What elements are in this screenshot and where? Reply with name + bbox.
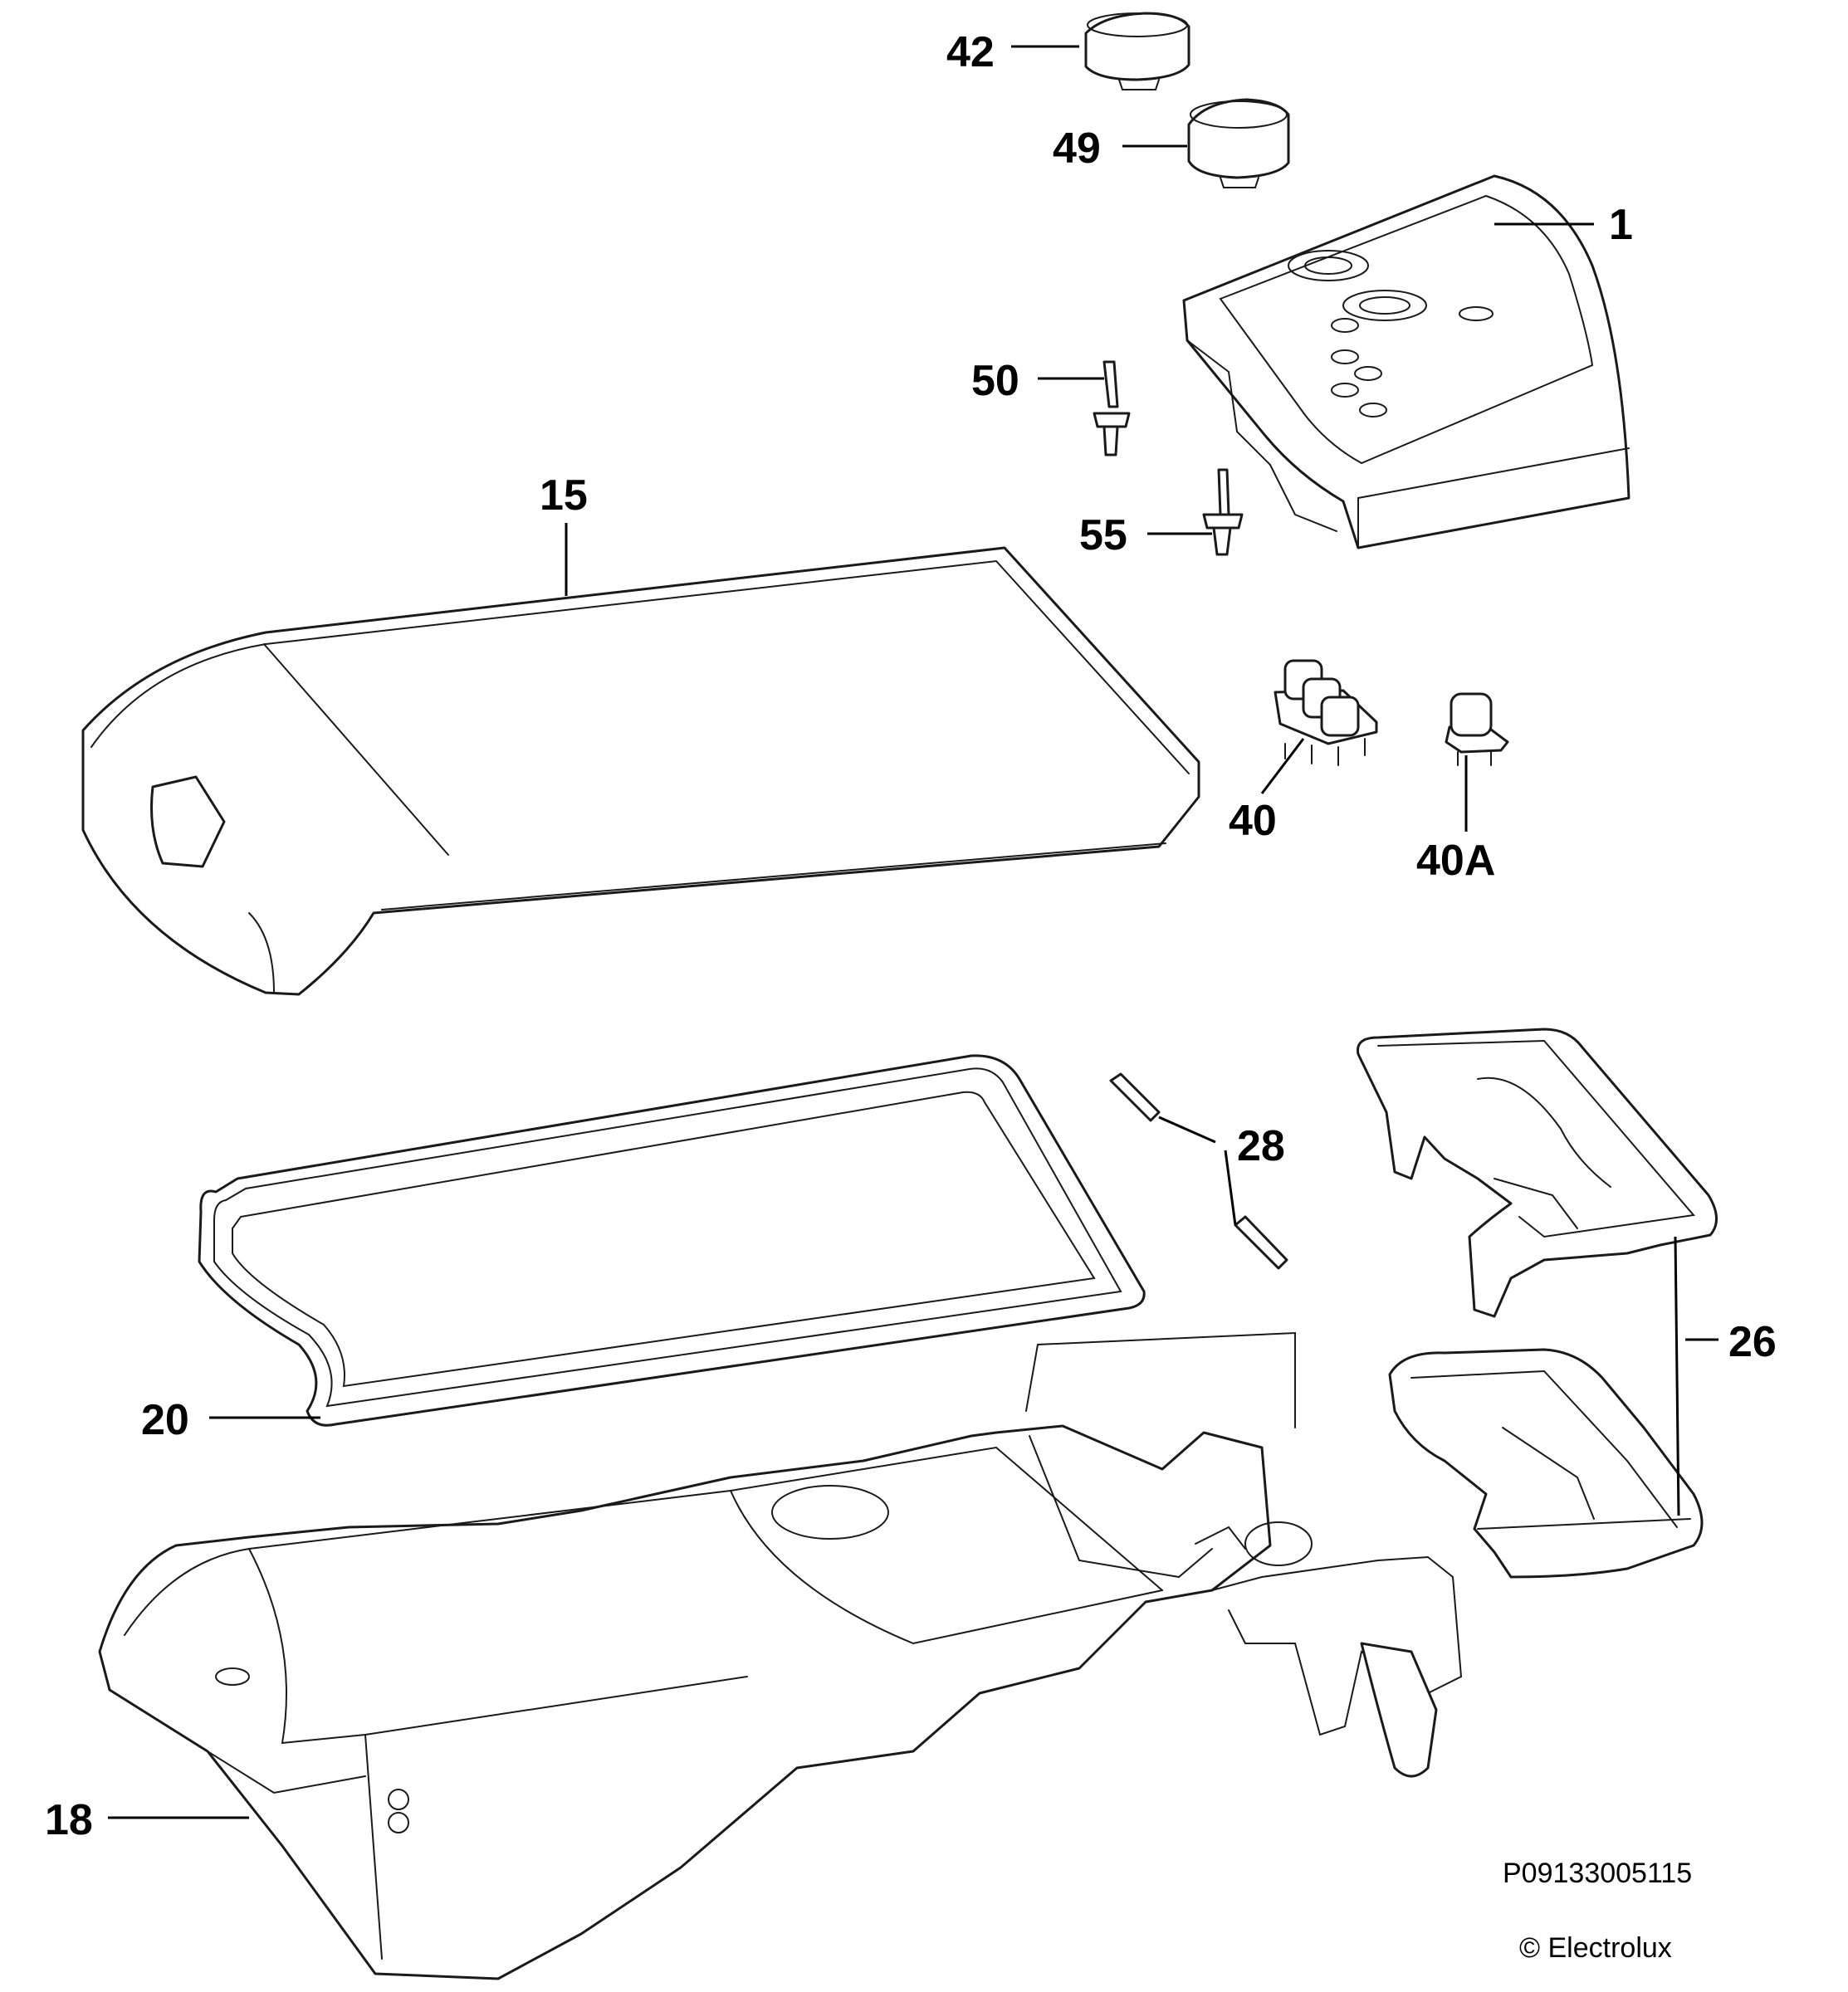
callout-40: 40 (1229, 797, 1277, 845)
callout-55: 55 (1079, 511, 1127, 559)
part-42-knob (1084, 12, 1190, 90)
callout-28: 28 (1237, 1122, 1285, 1170)
callout-labels: 42 49 1 50 15 55 40 40A 28 26 20 18 (45, 28, 1777, 1844)
callout-26: 26 (1728, 1318, 1777, 1366)
copyright-notice: © Electrolux (1519, 1932, 1672, 1964)
callout-49: 49 (1053, 124, 1101, 173)
part-49-knob (1187, 98, 1290, 188)
callout-42: 42 (946, 28, 995, 76)
callout-50: 50 (971, 357, 1019, 405)
part-1-control-panel (1182, 174, 1630, 549)
part-55-pin (1202, 468, 1244, 556)
callout-20: 20 (141, 1396, 189, 1444)
callout-40A: 40A (1416, 837, 1495, 885)
diagram-reference-code: P09133005115 (1503, 1858, 1693, 1889)
callout-18: 18 (45, 1796, 93, 1844)
part-18-base-frame (98, 1331, 1463, 1980)
part-28-pins (1109, 1072, 1288, 1270)
part-20-gasket (198, 1054, 1146, 1427)
callout-1: 1 (1609, 201, 1633, 249)
leader-lines (108, 45, 1718, 1819)
part-40-switch-block (1274, 659, 1378, 766)
callout-15: 15 (540, 471, 588, 520)
part-26-dispenser-housing (1357, 1028, 1718, 1579)
part-40A-switch (1445, 692, 1509, 766)
part-15-lid (81, 546, 1200, 996)
part-50-pin (1093, 360, 1131, 456)
